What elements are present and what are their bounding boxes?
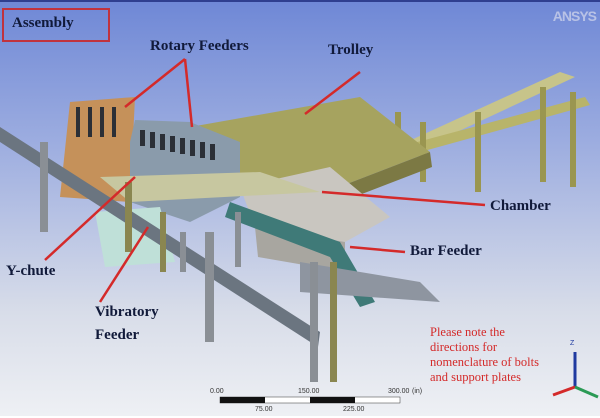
note-text: Please note the directions for nomenclat…	[430, 325, 539, 385]
scale-bar	[219, 396, 401, 404]
note-line: directions for	[430, 340, 497, 354]
label-chamber: Chamber	[490, 198, 551, 214]
scale-tick: 75.00	[255, 406, 273, 413]
label-vibratory: Vibratory	[95, 304, 159, 320]
scale-tick: 150.00	[298, 388, 320, 395]
label-rotary-feeders: Rotary Feeders	[150, 38, 249, 54]
label-feeder: Feeder	[95, 327, 140, 343]
note-line: and support plates	[430, 370, 521, 384]
scale-tick: 225.00	[343, 406, 365, 413]
ansys-logo: ANSYS	[552, 8, 597, 24]
scale-tick: 300.00	[388, 388, 410, 395]
z-axis-label: Z	[570, 340, 575, 347]
note-line: Please note the	[430, 325, 505, 339]
note-line: nomenclature of bolts	[430, 355, 539, 369]
scale-unit: (in)	[412, 388, 423, 395]
page-title: Assembly	[2, 8, 110, 42]
label-trolley: Trolley	[328, 42, 374, 58]
label-y-chute: Y-chute	[6, 263, 56, 279]
label-bar-feeder: Bar Feeder	[410, 243, 482, 259]
scale-tick: 0.00	[210, 388, 224, 395]
